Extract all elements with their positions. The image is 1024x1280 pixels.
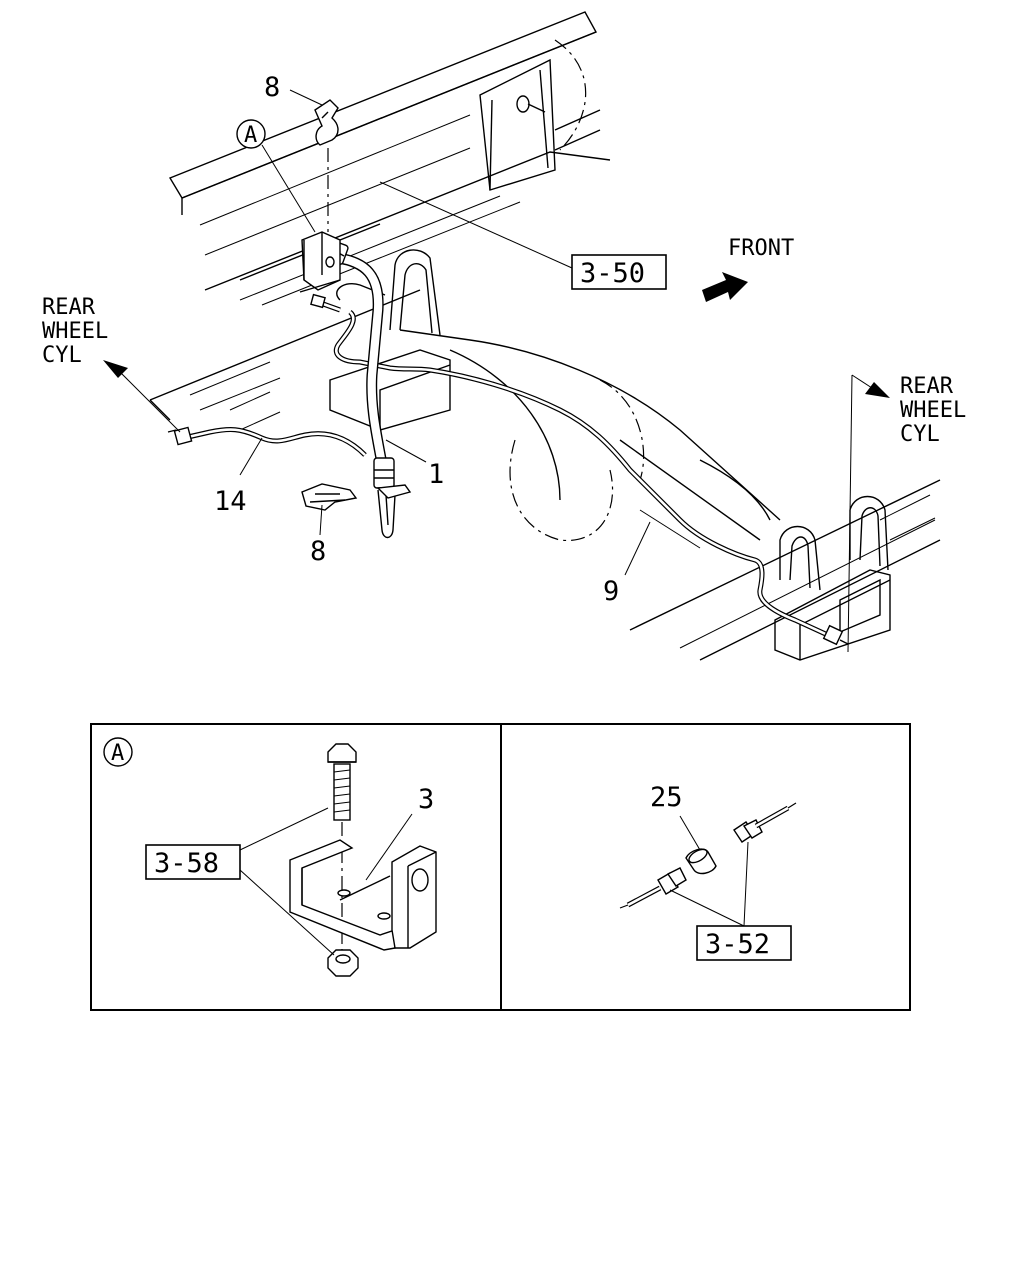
leader-3-52-right	[743, 841, 749, 927]
leader-3	[365, 813, 413, 881]
rear-left-arrow	[103, 360, 181, 433]
rear-right-arrow	[847, 374, 890, 653]
rear-right-line-1: REAR	[900, 374, 954, 399]
rear-left-line-3: CYL	[42, 343, 82, 368]
ref-3-52-label: 3-52	[705, 929, 770, 960]
rear-wheel-cyl-right: REAR WHEEL CYL	[900, 374, 966, 447]
leader-25	[679, 815, 701, 851]
nut	[327, 949, 359, 977]
rear-left-line-2: WHEEL	[42, 319, 108, 344]
detail-panel	[90, 723, 911, 1011]
callout-25: 25	[650, 782, 683, 813]
callout-8-bottom: 8	[310, 536, 326, 567]
ref-box-3-52: 3-52	[696, 925, 792, 961]
axle-housing	[149, 289, 941, 661]
ref-box-3-58: 3-58	[145, 844, 241, 880]
ref-3-50-label: 3-50	[580, 258, 645, 289]
clip-8-top	[314, 99, 339, 232]
frame-rail	[168, 11, 611, 306]
detail-marker-top-label: A	[244, 123, 257, 148]
leader-3-58-nut	[239, 869, 335, 956]
ref-3-58-label: 3-58	[154, 848, 219, 879]
leader-3-58-bolt	[239, 807, 329, 851]
callout-1: 1	[428, 459, 444, 490]
brake-pipe-9	[310, 293, 849, 646]
hose-bracket	[299, 231, 341, 293]
callout-3: 3	[418, 784, 434, 815]
front-label: FRONT	[728, 236, 794, 261]
detail-a-marker: A	[103, 737, 133, 767]
leader-lines	[239, 89, 651, 576]
left-spring-mount	[329, 249, 451, 431]
leader-3-52-left	[669, 889, 745, 927]
callout-8-top: 8	[264, 72, 280, 103]
bracket-3	[289, 839, 437, 951]
detail-a-marker-label: A	[111, 741, 124, 766]
rear-right-line-2: WHEEL	[900, 398, 966, 423]
callout-9: 9	[603, 576, 619, 607]
detail-marker-top: A	[236, 119, 266, 149]
clip-8-bottom	[301, 483, 412, 511]
rear-wheel-cyl-left: REAR WHEEL CYL	[42, 295, 108, 368]
ref-box-3-50: 3-50	[571, 254, 667, 290]
brake-pipe-14	[167, 426, 367, 457]
pipe-joint	[619, 802, 797, 909]
callout-14: 14	[214, 486, 247, 517]
rear-right-line-3: CYL	[900, 422, 940, 447]
front-arrow-icon	[702, 272, 748, 302]
rear-left-line-1: REAR	[42, 295, 96, 320]
